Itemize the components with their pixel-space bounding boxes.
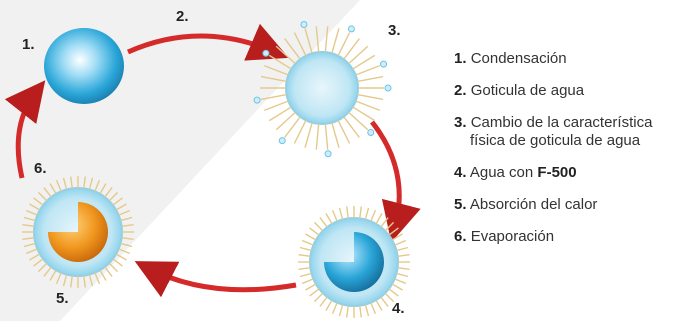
legend-text: Condensación: [471, 50, 567, 67]
molecule-head: [368, 129, 374, 135]
molecule-tail: [365, 305, 368, 317]
legend-text-line1: Cambio de la característica: [471, 114, 653, 131]
legend-text: Absorción del calor: [470, 196, 598, 213]
legend-text: Agua con: [470, 164, 538, 181]
molecule-tail: [314, 222, 322, 230]
molecule-tail: [332, 123, 339, 148]
molecule-tail: [347, 306, 349, 318]
molecule-tail: [360, 206, 362, 218]
legend-item-2: 2. Goticula de agua: [454, 82, 690, 100]
molecule-tail: [333, 210, 338, 221]
molecule-head: [263, 50, 269, 56]
legend-number: 3.: [454, 114, 467, 131]
molecule-tail: [320, 297, 327, 307]
legend-number: 1.: [454, 50, 467, 67]
molecule-tail: [371, 303, 376, 314]
stage-number-5: 5.: [56, 290, 69, 307]
molecule-tail: [347, 206, 349, 218]
molecule-head: [254, 97, 260, 103]
legend-number: 5.: [454, 196, 467, 213]
legend-item-1: 1. Condensación: [454, 50, 690, 68]
molecule-tail: [338, 120, 350, 143]
molecule-tail: [392, 234, 402, 240]
molecule-tail: [376, 300, 382, 310]
molecule-tail: [300, 273, 312, 276]
molecule-tail: [356, 101, 380, 110]
molecule-tail: [109, 263, 117, 271]
molecule-tail: [294, 120, 306, 143]
molecule-tail: [326, 214, 332, 224]
molecule-tail: [360, 306, 362, 318]
stage-1-droplet: [44, 28, 124, 104]
molecule-tail: [356, 66, 380, 75]
molecule-tail: [389, 289, 399, 296]
legend-text: Evaporación: [471, 228, 554, 245]
molecule-tail: [357, 77, 383, 82]
molecule-head: [301, 22, 307, 28]
molecule-tail: [332, 28, 339, 53]
stage-number-6: 6.: [34, 160, 47, 177]
molecule-tail: [381, 218, 388, 228]
legend-item-3: 3. Cambio de la característica física de…: [454, 114, 690, 150]
molecule-tail: [340, 305, 343, 317]
legend: 1. Condensación 2. Goticula de agua 3. C…: [454, 50, 690, 260]
molecule-tail: [310, 289, 320, 296]
molecule-tail: [306, 234, 316, 240]
legend-item-4: 4. Agua con F-500: [454, 164, 690, 182]
molecule-tail: [338, 32, 350, 55]
molecule-head: [385, 85, 391, 91]
molecule-tail: [395, 241, 406, 246]
molecule-tail: [392, 284, 402, 290]
molecule-tail: [398, 255, 410, 257]
stage-number-1: 1.: [22, 36, 35, 53]
molecule-head: [279, 138, 285, 144]
legend-text-line2: física de goticula de agua: [454, 132, 640, 149]
molecule-tail: [397, 273, 409, 276]
molecule-tail: [333, 303, 338, 314]
molecule-tail: [381, 297, 388, 307]
legend-item-5: 5. Absorción del calor: [454, 196, 690, 214]
arrow-4-to-5: [148, 268, 296, 290]
molecule-tail: [302, 279, 313, 284]
molecule-tail: [389, 228, 399, 235]
molecule-head: [325, 151, 331, 157]
molecule-tail: [365, 208, 368, 220]
molecule-tail: [300, 248, 312, 251]
molecule-tail: [326, 300, 332, 310]
molecule-tail: [298, 255, 310, 257]
molecule-tail: [306, 284, 316, 290]
stage-number-2: 2.: [176, 8, 189, 25]
molecule-tail: [385, 222, 393, 230]
molecule-tail: [314, 293, 322, 301]
molecule-head: [348, 26, 354, 32]
molecule-tail: [316, 124, 318, 150]
molecule-tail: [398, 268, 410, 270]
legend-text: Goticula de agua: [471, 82, 584, 99]
molecule-tail: [376, 214, 382, 224]
stage-number-4: 4.: [392, 300, 405, 317]
legend-number: 6.: [454, 228, 467, 245]
stage-6-micelle: [22, 176, 134, 288]
molecule-tail: [395, 279, 406, 284]
legend-number: 4.: [454, 164, 467, 181]
molecule-tail: [397, 248, 409, 251]
legend-number: 2.: [454, 82, 467, 99]
molecule-tail: [264, 101, 288, 110]
molecule-tail: [325, 124, 327, 150]
arrow-3-to-4: [372, 122, 399, 228]
legend-item-6: 6. Evaporación: [454, 228, 690, 246]
molecule-tail: [305, 123, 312, 148]
molecule-tail: [371, 210, 376, 221]
legend-bold-text: F-500: [537, 164, 576, 181]
molecule-tail: [302, 241, 313, 246]
molecule-tail: [310, 228, 320, 235]
molecule-tail: [298, 268, 310, 270]
molecule-tail: [357, 95, 383, 100]
molecule-tail: [320, 218, 327, 228]
molecule-head: [381, 61, 387, 67]
molecule-tail: [340, 208, 343, 220]
stage-number-3: 3.: [388, 22, 401, 39]
